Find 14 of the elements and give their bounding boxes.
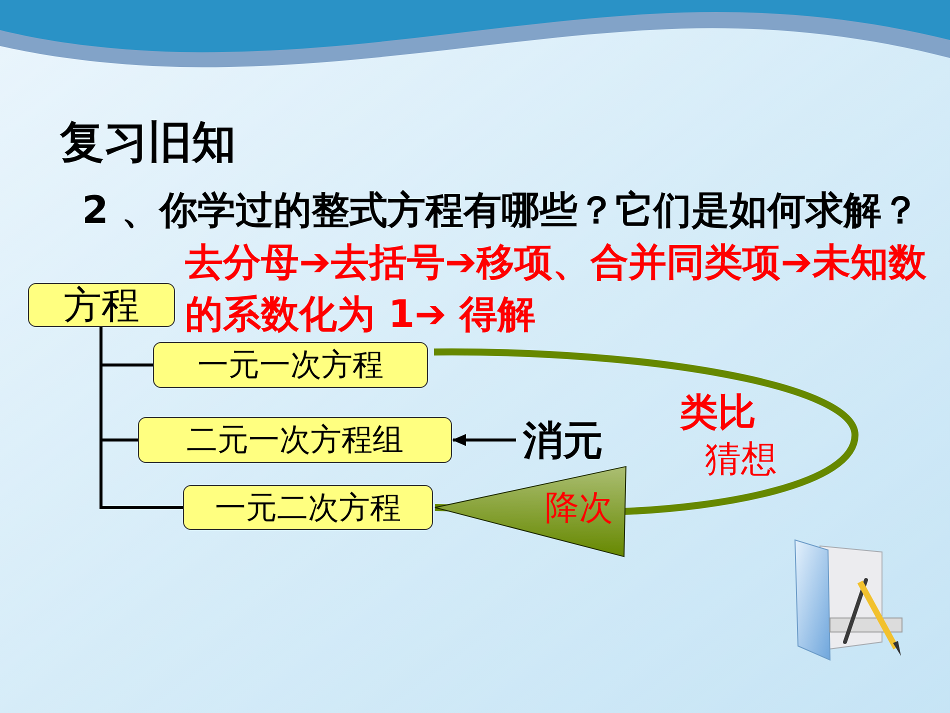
- arrow: [452, 434, 516, 446]
- term-box: 二元一次方程组: [138, 417, 452, 463]
- annotation-text: 猜想: [705, 440, 777, 480]
- edge-label: 类比: [680, 392, 756, 432]
- answer-text: 去分母➔去括号➔移项、合并同类项➔未知数的系数化为 1➔ 得解: [185, 239, 928, 338]
- annotation-text: 降次: [545, 489, 613, 527]
- slide-title: 复习旧知: [60, 116, 236, 170]
- term-box: 方程: [28, 283, 175, 327]
- term-label: 消元: [518, 418, 608, 462]
- tree-line: [100, 327, 183, 509]
- term-box: 一元二次方程: [183, 485, 433, 530]
- term-box: 一元一次方程: [153, 342, 428, 388]
- curved-arrow: [434, 348, 858, 558]
- question-text: 2 、你学过的整式方程有哪些？它们是如何求解？: [82, 187, 920, 234]
